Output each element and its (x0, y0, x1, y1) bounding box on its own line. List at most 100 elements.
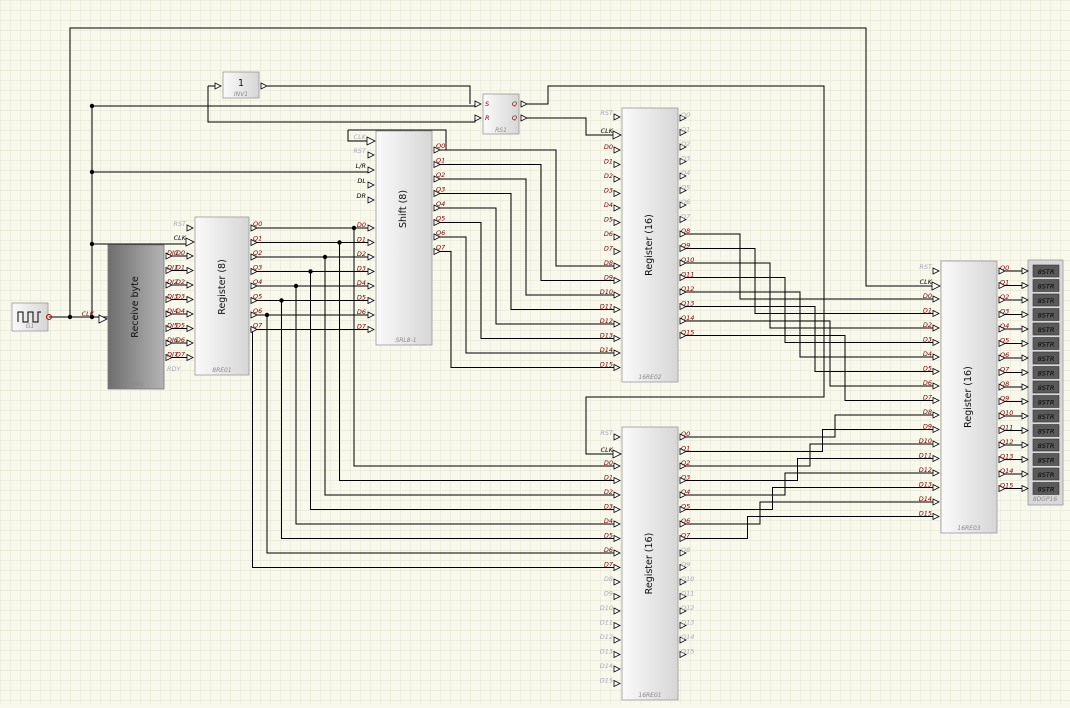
shift-ctrl-pin (367, 166, 375, 174)
register-16-03-d-pin (932, 309, 940, 318)
register-16-01-q-label: Q9 (681, 561, 690, 569)
receive-out-label: DI0 (167, 249, 178, 257)
register-16-01-q-label: Q10 (681, 575, 694, 583)
receive-out-pin (165, 324, 173, 333)
register-16-03-q-pin (998, 426, 1006, 435)
register-16-03-d-label: D15 (919, 510, 932, 518)
receive-byte-block: Receive byteSRB1CLKDI0DI1DI2DI3DI4DI5DI6… (82, 244, 182, 390)
register-8-clk-pin (185, 237, 195, 247)
receive-byte-title: Receive byte (130, 276, 141, 338)
register-16-01-d-pin (613, 520, 621, 528)
register-16-01-q-pin (679, 433, 687, 441)
shift-8-title: Shift (8) (398, 190, 409, 228)
register-16-02-q-pin (679, 186, 687, 195)
register-16-01-q-pin (679, 621, 687, 630)
register-16-02-q-pin (679, 128, 687, 137)
register-16-02-d-label: D9 (604, 274, 613, 282)
register-8-d-label: D6 (176, 336, 185, 344)
register-16-02-q-label: Q12 (681, 285, 694, 293)
shift-to-16re02-wire (440, 207, 614, 325)
clock-generator: G1 (11, 302, 52, 332)
register-16-02-q-pin (679, 143, 687, 151)
shift-q-pin (433, 218, 441, 227)
register-16-01-d-label: D0 (604, 459, 613, 467)
register-8-d-pin (186, 252, 194, 260)
register-16-02-q-label: Q6 (681, 198, 690, 206)
register-16-02-d-label: D14 (600, 346, 613, 354)
shift-q-label: Q1 (436, 157, 445, 165)
register-8-q-pin (250, 311, 258, 319)
register-16-01-q-pin (679, 549, 687, 557)
register-16-01-q-pin (679, 491, 687, 499)
16re02-to-16re03-wire (686, 306, 933, 372)
register-16-01-d-label: D9 (604, 590, 613, 598)
rs-trigger-label: RS1 (495, 127, 507, 134)
display-cell: 8STR (1021, 351, 1060, 365)
register-16-02-d-label: D5 (604, 216, 613, 224)
receive-out-label: DI3 (167, 293, 178, 301)
register-16-02-d-label: D11 (600, 303, 613, 311)
display-in-pin (1021, 281, 1029, 290)
register-16-03-d-label: D5 (923, 365, 932, 373)
display-in-pin (1021, 267, 1029, 275)
register-16-02-q-pin (679, 244, 687, 253)
register-16-03-q-pin (998, 412, 1006, 420)
register-8-d-label: D0 (176, 249, 185, 257)
shift-d-pin (367, 296, 375, 305)
register-16-03-q-label: Q7 (1000, 366, 1010, 374)
16re01-to-16re03-wire (686, 472, 933, 496)
display-cell: 8STR (1021, 380, 1060, 394)
register-16-01-d-pin (613, 534, 621, 543)
register-8-d-label: D3 (176, 293, 185, 301)
register-16-01-q-pin (679, 607, 687, 615)
shift-ctrl-label: L/R (356, 162, 366, 170)
shift-d-pin (367, 267, 375, 276)
register-16-03-d-pin (932, 367, 940, 376)
register-16-01-q-pin (679, 476, 687, 485)
16re02-to-16re03-wire (686, 335, 933, 401)
display-in-pin (1021, 412, 1029, 420)
register-16-02-d-pin (613, 218, 621, 227)
register-8-q-label: Q6 (253, 307, 262, 315)
display-in-pin (1021, 397, 1029, 406)
register-16-01-q-label: Q13 (681, 619, 694, 627)
receive-out-pin (165, 339, 173, 347)
register-16-01-q-label: Q4 (681, 488, 690, 496)
display-cell-bg (1032, 279, 1060, 292)
register-16-02-q-pin (679, 317, 687, 325)
register-8-q-pin (250, 325, 258, 334)
register-16-01-d-label: D3 (604, 503, 613, 511)
register-16-01-title: Register (16) (644, 533, 655, 595)
register-16-03-d-pin (932, 382, 940, 390)
register-16-03-d-pin (932, 396, 940, 405)
display-in-pin (1021, 470, 1029, 478)
register-8-d-pin (186, 339, 194, 347)
shift-8-label: SRL8-1 (395, 337, 416, 344)
receive-out-label: DI2 (167, 278, 178, 286)
register-8-q-pin (250, 253, 258, 261)
display-in-pin (1021, 484, 1029, 493)
register-16-01-d-label: D2 (604, 488, 613, 496)
register-16-01-d-label: D8 (604, 575, 613, 583)
register-16-02-body (621, 107, 679, 383)
register-16-01-d-label: D5 (604, 532, 613, 540)
shift-q-pin (433, 189, 441, 198)
register-16-01-q-label: Q2 (681, 459, 690, 467)
register-16-02-d-label: D4 (604, 201, 613, 209)
register-8-q-label: Q7 (253, 322, 263, 330)
display-in-pin (1021, 325, 1029, 333)
shift-q-label: Q7 (436, 244, 446, 252)
receive-out-pin (165, 353, 173, 362)
register-16-01: Register (16)16RE01RSTCLKD0D1D2D3D4D5D6D… (600, 426, 694, 701)
register-16-02-d-label: D3 (604, 187, 613, 195)
register-8-q-pin (250, 224, 258, 232)
register-8-ctrl-label: RST (173, 220, 187, 228)
register-16-03-d-pin (932, 483, 940, 492)
register-16-02-q-pin (679, 157, 687, 166)
register-16-01-q-label: Q12 (681, 604, 694, 612)
register-16-01-d-pin (613, 563, 621, 572)
register-16-02-q-label: Q9 (681, 242, 690, 250)
register-16-03-q-label: Q0 (1000, 264, 1009, 272)
